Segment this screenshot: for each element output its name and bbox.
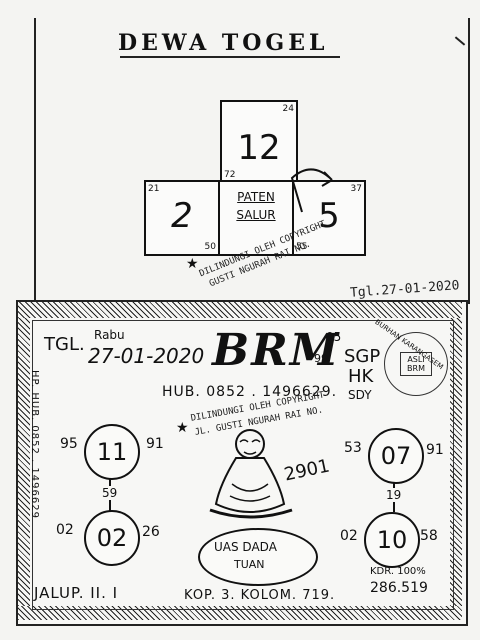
left-circle1-left: 95 [60,436,78,452]
right-circle1-left: 53 [344,440,362,456]
meditating-figure-icon [209,429,293,519]
kdr-value: 286.519 [370,580,428,596]
seal-inner: ASLI BRM [400,352,432,376]
main-number: 12 [237,128,281,168]
left-connector-number: 59 [102,486,118,500]
paten-label: PATEN [237,190,275,204]
seal-inner-line1: ASLI [407,355,425,364]
left-circle2-left: 02 [56,522,74,538]
right-number-box: 5 37 55 [292,180,366,256]
small-99: 99 [314,352,328,365]
right-connector-number: 19 [386,488,402,502]
day-label: Rabu [94,328,125,342]
hatch-border-left [18,318,30,606]
main-number-box: 12 24 72 [220,100,298,184]
left-number: 2 [171,196,193,236]
left-circle-1-value: 11 [96,438,128,466]
main-corner-top: 24 [282,104,294,114]
bottom-date: 27-01-2020 [88,344,205,368]
right-circle2-right: 58 [420,528,438,544]
left-corner-top: 21 [148,184,160,194]
top-title: DEWA TOGEL [118,30,329,56]
right-number: 5 [318,196,340,236]
right-corner-bottom: 55 [296,242,308,252]
small-05: 05 [326,330,342,344]
right-circle2-left: 02 [340,528,358,544]
left-circle1-right: 91 [146,436,164,452]
side-phone-text: HP. HUB. 0852 . 1496629 [29,370,40,519]
seal-stamp: ASLI BRM [384,332,448,396]
jalur-label: JALUP. II. I [34,584,119,602]
hub-phone: HUB. 0852 . 1496629. [162,384,338,400]
seal-inner-line2: BRM [407,364,425,373]
oval-line1: UAS DADA [214,540,277,554]
left-number-box: 2 21 50 [144,180,220,256]
star-icon: ★ [186,256,199,272]
right-circle-2-value: 10 [376,526,408,554]
main-corner-bottom: 72 [224,170,236,180]
market-sdy: SDY [348,388,372,402]
left-circle2-right: 26 [142,524,160,540]
market-sgp: SGP [344,346,381,367]
right-circle-1: 07 [368,428,424,484]
left-corner-bottom: 50 [204,242,216,252]
title-underline [120,56,340,58]
kop-kolom: KOP. 3. KOLOM. 719. [184,588,336,603]
market-hk: HK [348,366,374,387]
kdr-label: KDR. 100% [370,566,426,577]
tgl-label: TGL. [44,334,85,355]
inner-frame [32,320,454,610]
left-circle-2: 02 [84,510,140,566]
right-circle-1-value: 07 [380,442,412,470]
right-circle-2: 10 [364,512,420,568]
left-circle-2-value: 02 [96,524,128,552]
right-circle1-right: 91 [426,442,444,458]
oval-line2: TUAN [234,558,265,571]
star-icon-bottom: ★ [176,420,189,436]
right-corner-top: 37 [350,184,362,194]
oval-note [198,528,318,586]
hatch-border-top [18,302,462,318]
brand-logo: BRM [212,325,341,376]
salur-label: SALUR [236,208,276,222]
left-circle-1: 11 [84,424,140,480]
arrow-scribble-icon [290,168,333,213]
